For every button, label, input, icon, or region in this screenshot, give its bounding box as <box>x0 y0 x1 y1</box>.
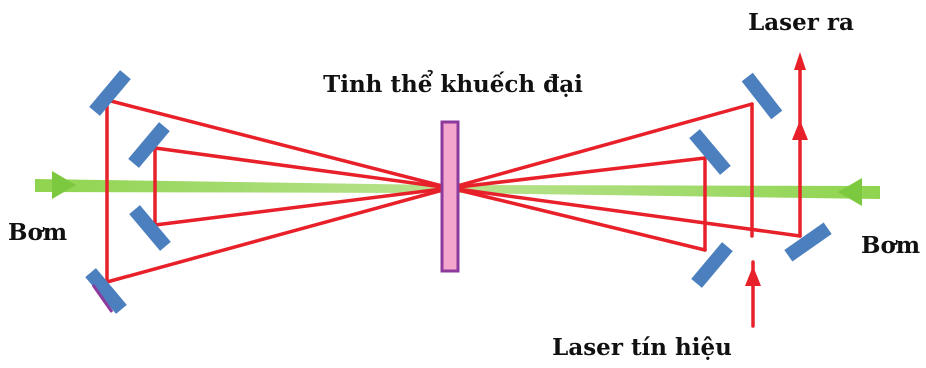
laser-ray-right-1 <box>448 102 754 190</box>
pump-beam-right <box>458 185 880 199</box>
mirror-right-inner-bottom <box>691 242 733 288</box>
laser-ray-right-3 <box>448 186 707 252</box>
laser-arrows <box>745 52 808 286</box>
laser-ray-left-2 <box>153 146 452 190</box>
pump-left-label: Bơm <box>8 219 67 246</box>
mirror-left-outer-top <box>89 70 131 116</box>
pump-beam-left <box>35 179 442 193</box>
laser-signal-label: Laser tín hiệu <box>552 334 732 361</box>
mirror-edge-accent <box>91 284 114 313</box>
mirror-left-inner-top <box>128 122 170 168</box>
laser-ray-left-3 <box>153 186 452 227</box>
laser-output-label: Laser ra <box>748 9 854 36</box>
pump-right-label: Bơm <box>861 232 920 259</box>
output-arrow-up-icon-1 <box>792 120 808 140</box>
pump-arrow-left <box>52 171 76 199</box>
mirrors <box>85 70 832 314</box>
crystal-label: Tinh thể khuếch đại <box>323 70 583 98</box>
output-arrow-up-icon-2 <box>794 52 806 70</box>
laser-ray-left-4 <box>105 186 452 284</box>
signal-arrow-up-icon <box>745 266 761 286</box>
laser-ray-left-1 <box>105 98 452 190</box>
mirror-right-inner-top <box>689 129 731 175</box>
laser-ray-right-2 <box>448 156 707 190</box>
mirror-output <box>784 222 832 262</box>
mirror-left-outer-bottom <box>85 268 127 314</box>
pump-beams <box>35 171 880 206</box>
gain-crystal <box>440 120 460 273</box>
mirror-right-outer-top <box>741 72 783 120</box>
mirror-left-inner-bottom <box>129 205 171 251</box>
laser-ray-right-4 <box>448 186 802 238</box>
pump-arrow-right <box>838 178 862 206</box>
